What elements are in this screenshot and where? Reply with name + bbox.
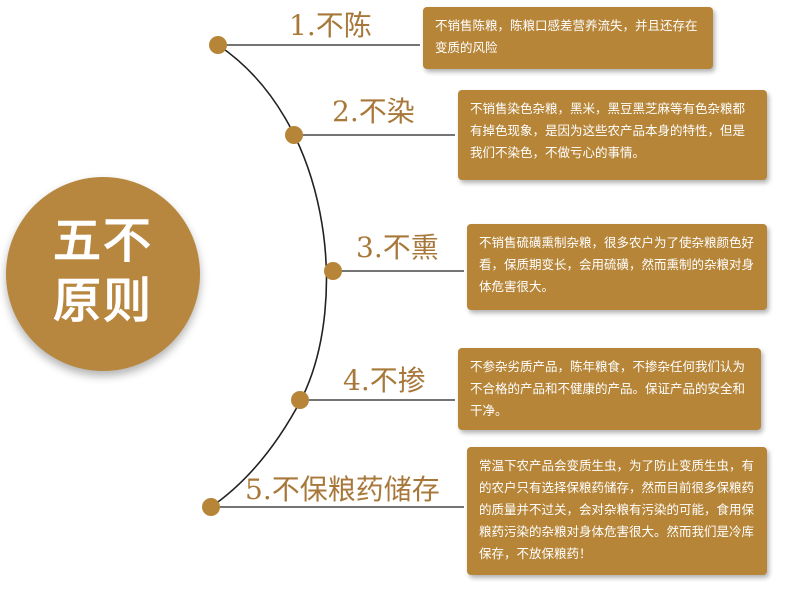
connector-node-3 bbox=[324, 262, 342, 280]
item-desc-2: 不销售染色杂粮，黑米，黑豆黑芝麻等有色杂粮都有掉色现象，是因为这些农产品本身的特… bbox=[458, 90, 767, 180]
item-title-1: 1.不陈 bbox=[289, 9, 372, 42]
item-title-3: 3.不熏 bbox=[356, 231, 439, 264]
connector-node-1 bbox=[209, 36, 227, 54]
hub-title-line1: 五不 bbox=[52, 213, 153, 269]
hub-title-line2: 原则 bbox=[52, 273, 153, 329]
connector-node-5 bbox=[202, 498, 220, 516]
item-desc-4: 不参杂劣质产品，陈年粮食，不掺杂任何我们认为不合格的产品和不健康的产品。保证产品… bbox=[458, 348, 761, 430]
item-desc-5: 常温下农产品会变质生虫，为了防止变质生虫，有的农户只有选择保粮药储存，然而目前很… bbox=[467, 447, 767, 575]
principle-hub: 五不 原则 bbox=[6, 177, 200, 371]
item-desc-3: 不销售硫磺熏制杂粮，很多农户为了使杂粮颜色好看，保质期变长，会用硫磺，然而熏制的… bbox=[467, 224, 767, 310]
item-title-4: 4.不掺 bbox=[343, 364, 426, 397]
connector-node-2 bbox=[285, 126, 303, 144]
item-desc-1: 不销售陈粮，陈粮口感差营养流失，并且还存在变质的风险 bbox=[423, 7, 713, 69]
item-title-5: 5.不保粮药储存 bbox=[245, 473, 440, 506]
connector-lines bbox=[211, 44, 464, 508]
item-title-2: 2.不染 bbox=[332, 95, 415, 128]
connector-arc bbox=[210, 44, 328, 508]
connector-nodes bbox=[202, 36, 342, 516]
connector-node-4 bbox=[291, 391, 309, 409]
